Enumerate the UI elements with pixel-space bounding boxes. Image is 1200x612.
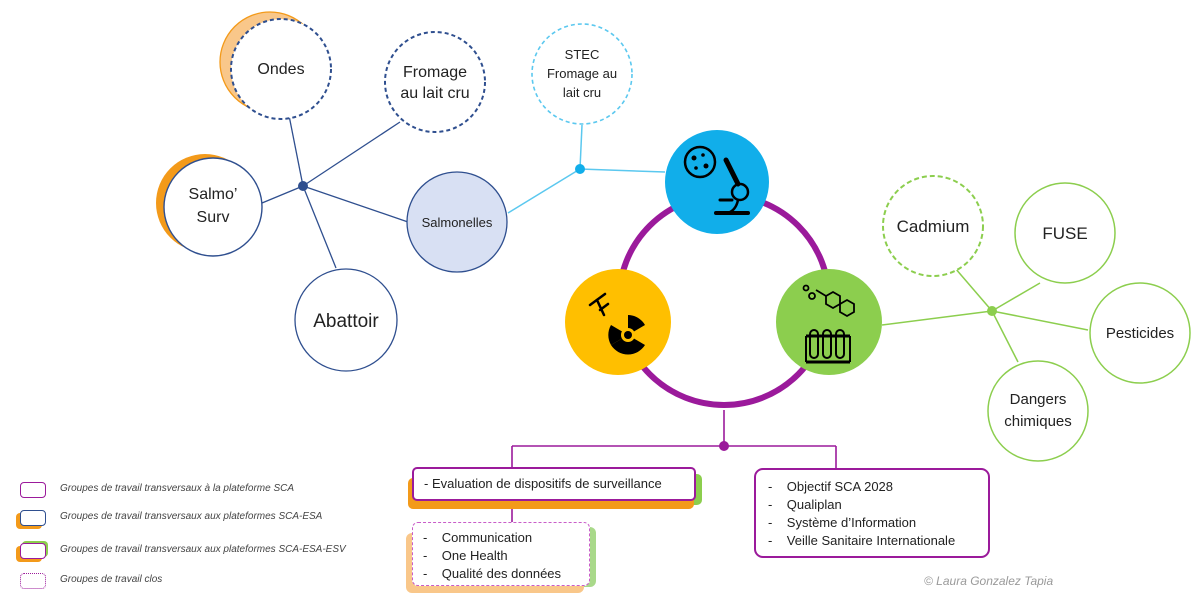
stec-connectors bbox=[507, 124, 666, 214]
node-cadmium[interactable] bbox=[882, 175, 984, 277]
node-fromage-label-1: Fromage bbox=[403, 64, 467, 81]
connector-chem-hub bbox=[881, 310, 993, 326]
node-ondes-label: Ondes bbox=[257, 61, 304, 78]
connector-cadmium bbox=[954, 267, 993, 312]
author-credit: © Laura Gonzalez Tapia bbox=[924, 574, 1054, 588]
connector-salmosurv bbox=[261, 185, 304, 204]
radiation-icon bbox=[588, 292, 645, 355]
connector-microscope bbox=[579, 168, 666, 173]
connector-salmonelles bbox=[302, 185, 409, 223]
evaluation-box[interactable]: - Evaluation de dispositifs de surveilla… bbox=[412, 467, 696, 501]
node-abattoir-label: Abattoir bbox=[313, 311, 379, 332]
node-abattoir[interactable] bbox=[294, 268, 398, 372]
node-pesticides-label: Pesticides bbox=[1106, 325, 1174, 342]
node-stec-label-1: STEC bbox=[565, 47, 600, 62]
legend-label: Groupes de travail clos bbox=[60, 574, 163, 585]
legend-swatch-sca bbox=[20, 482, 46, 498]
junction-dot-right bbox=[987, 306, 997, 316]
node-dangers-label-2: chimiques bbox=[1004, 413, 1072, 430]
node-cadmium-label: Cadmium bbox=[897, 217, 970, 236]
hub-microscope[interactable] bbox=[665, 130, 769, 234]
connector-fromage bbox=[302, 121, 401, 187]
legend-swatch-sca-esa-esv bbox=[20, 543, 46, 559]
sca-item: - Veille Sanitaire Internationale bbox=[768, 533, 956, 548]
node-ondes[interactable] bbox=[230, 18, 332, 120]
test-tubes-icon bbox=[802, 284, 855, 364]
legend-label: Groupes de travail transversaux aux plat… bbox=[60, 511, 323, 522]
node-fromage-label-2: au lait cru bbox=[400, 85, 469, 102]
node-dangers-label-1: Dangers bbox=[1010, 391, 1067, 408]
legend-swatch-clos bbox=[20, 573, 46, 589]
node-fuse-label: FUSE bbox=[1042, 224, 1087, 243]
sca-item: - Objectif SCA 2028 bbox=[768, 479, 894, 494]
microscope-icon bbox=[683, 145, 750, 215]
node-salmosurv-label-2: Surv bbox=[197, 209, 230, 226]
node-salmosurv[interactable] bbox=[163, 157, 263, 257]
sca-item: - Système d’Information bbox=[768, 515, 917, 530]
sca-item: - Qualiplan bbox=[768, 497, 842, 512]
junction-dot-stec bbox=[575, 164, 585, 174]
connector-dangers bbox=[991, 310, 1019, 363]
connector-salmonelles-hub bbox=[507, 168, 581, 214]
sca-group-box[interactable]: - Objectif SCA 2028 - Qualiplan - Systèm… bbox=[754, 468, 990, 558]
closed-item: - One Health bbox=[423, 548, 508, 563]
node-dangers[interactable] bbox=[987, 360, 1089, 462]
connector-stec bbox=[579, 124, 583, 170]
evaluation-box-label: - Evaluation de dispositifs de surveilla… bbox=[424, 476, 662, 491]
hub-radiation[interactable] bbox=[565, 269, 671, 375]
node-pesticides[interactable] bbox=[1089, 282, 1191, 384]
node-stec[interactable] bbox=[531, 23, 633, 125]
closed-item: - Communication bbox=[423, 530, 533, 545]
connector-abattoir bbox=[302, 185, 337, 269]
hub-chemistry[interactable] bbox=[776, 269, 882, 375]
legend-swatch-sca-esa bbox=[20, 510, 46, 526]
legend-label: Groupes de travail transversaux aux plat… bbox=[60, 544, 346, 555]
bottom-connectors bbox=[511, 410, 837, 522]
legend-label: Groupes de travail transversaux à la pla… bbox=[60, 483, 294, 494]
junction-dot-left bbox=[298, 181, 308, 191]
node-fromage[interactable] bbox=[384, 31, 486, 133]
closed-group-box[interactable]: - Communication - One Health - Qualité d… bbox=[412, 522, 590, 586]
node-stec-label-3: lait cru bbox=[563, 85, 601, 100]
junction-dot-bottom bbox=[719, 441, 729, 451]
node-stec-label-2: Fromage au bbox=[547, 66, 617, 81]
connector-pesticides bbox=[991, 310, 1089, 331]
node-salmosurv-label-1: Salmo’ bbox=[189, 186, 238, 203]
node-salmonelles-label: Salmonelles bbox=[422, 215, 493, 230]
closed-item: - Qualité des données bbox=[423, 566, 562, 581]
node-fuse[interactable] bbox=[1014, 182, 1116, 284]
node-salmonelles[interactable] bbox=[406, 171, 508, 273]
right-cluster-connectors bbox=[881, 267, 1089, 363]
connector-fuse bbox=[991, 282, 1041, 312]
